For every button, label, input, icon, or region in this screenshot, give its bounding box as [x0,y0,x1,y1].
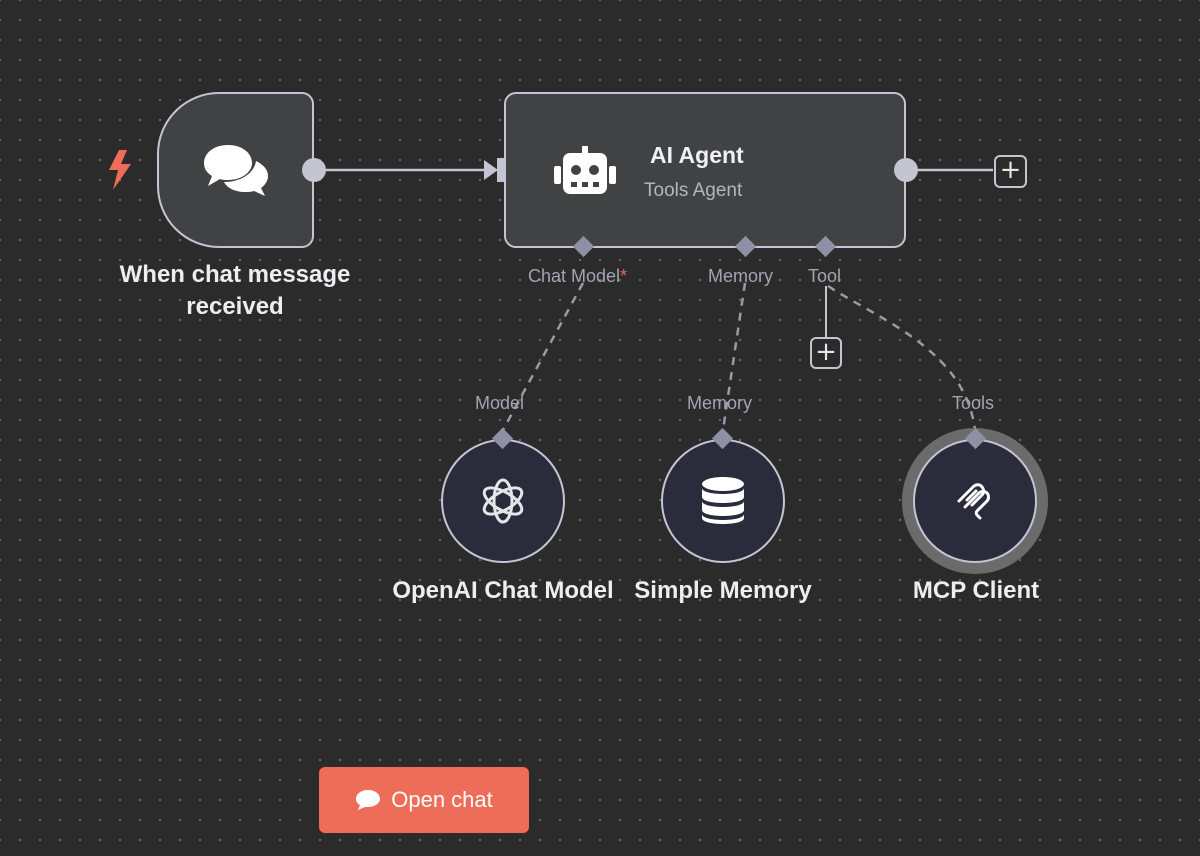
memory-node-label: Simple Memory [634,577,812,604]
robot-icon [554,146,616,194]
memory-input-label: Memory [687,393,753,413]
add-tool-button[interactable]: + [810,337,842,369]
add-next-node-button[interactable]: + [994,155,1027,188]
trigger-node-label: When chat message received [119,261,351,320]
chat-model-connection[interactable] [501,282,585,431]
openai-node-label: OpenAI Chat Model [392,577,614,604]
model-input-label: Model [475,393,525,413]
database-icon [702,477,744,524]
lightning-bolt-icon [109,150,131,190]
ai-agent-node[interactable]: AI Agent Tools Agent [504,92,906,248]
open-chat-label: Open chat [391,787,493,812]
mcp-client-node[interactable] [913,439,1037,563]
agent-subtitle: Tools Agent [644,180,743,201]
openai-chat-model-node[interactable] [441,439,565,563]
chat-bubbles-icon [203,145,268,196]
openai-icon [482,478,524,524]
tool-port-label: Tool [808,266,842,286]
simple-memory-node[interactable] [661,439,785,563]
mcp-node-label: MCP Client [912,577,1040,604]
chat-model-port-label: Chat Model* [528,266,628,286]
chat-trigger-node[interactable] [157,92,314,248]
trigger-output-port[interactable] [302,158,326,182]
memory-connection[interactable] [721,282,747,431]
memory-port-label: Memory [708,266,774,286]
open-chat-button[interactable]: Open chat [319,767,529,833]
mcp-icon [957,483,990,520]
tool-connection[interactable] [827,284,977,431]
tools-input-label: Tools [952,393,995,413]
agent-output-port[interactable] [894,158,918,182]
chat-icon [356,790,381,810]
agent-title: AI Agent [650,142,744,168]
